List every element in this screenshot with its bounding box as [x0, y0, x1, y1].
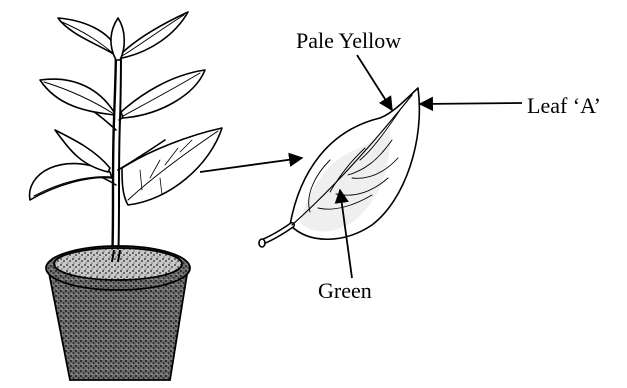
label-pale-yellow: Pale Yellow: [296, 30, 401, 52]
plant-stem: [112, 45, 116, 265]
label-green: Green: [318, 280, 372, 302]
label-leaf-a: Leaf ‘A’: [527, 95, 601, 117]
leaf-a: [259, 88, 419, 247]
flower-pot: [46, 246, 190, 380]
potted-plant: [30, 12, 222, 265]
arrow-leaf-a: [420, 103, 522, 104]
leaf-lower-right: [122, 128, 222, 205]
arrow-pale-yellow: [357, 55, 392, 110]
arrow-plant-to-leaf: [200, 158, 302, 172]
leaf-bud: [111, 18, 124, 60]
pot-soil: [54, 248, 182, 280]
